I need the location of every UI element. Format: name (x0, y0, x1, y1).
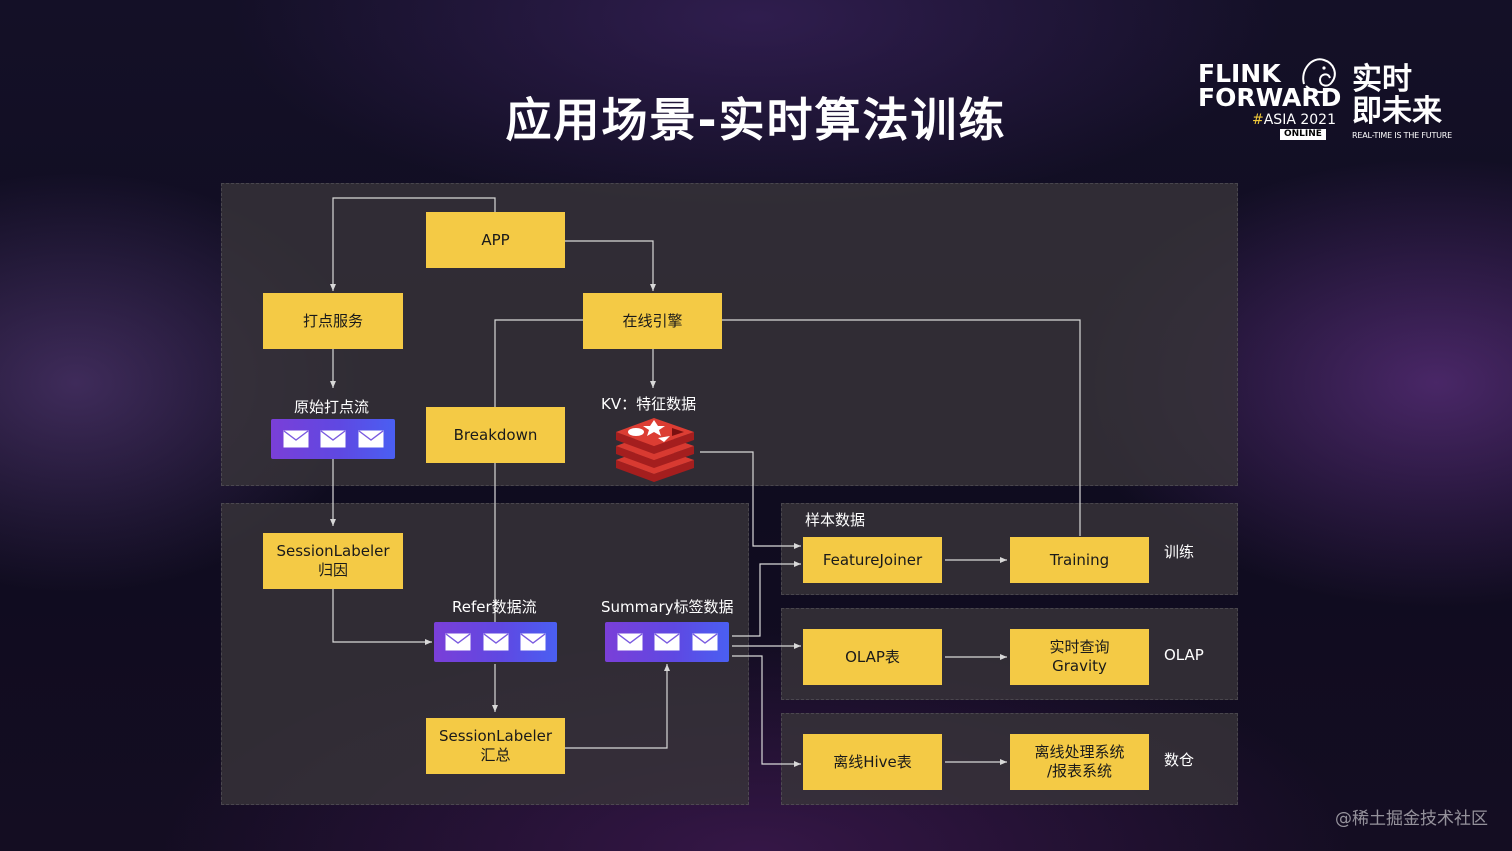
raw-stream-queue (271, 419, 395, 459)
logo-tagline: REAL-TIME IS THE FUTURE (1352, 131, 1452, 140)
envelope-icon (617, 633, 642, 651)
gravity-box: 实时查询 Gravity (1010, 629, 1149, 685)
squirrel-logo-icon (1302, 58, 1336, 94)
envelope-icon (520, 633, 546, 651)
envelope-icon (283, 430, 308, 448)
summary-label: Summary标签数据 (601, 598, 734, 616)
session-labeler-attribution-box: SessionLabeler 归因 (263, 533, 403, 589)
logo-online-badge: ONLINE (1280, 129, 1326, 140)
logo-forward: FORWARD (1198, 83, 1342, 112)
online-engine-box: 在线引擎 (583, 293, 722, 349)
envelope-icon (320, 430, 346, 448)
sample-data-label: 样本数据 (805, 511, 866, 529)
raw-stream-label: 原始打点流 (294, 398, 370, 416)
refer-stream-queue (434, 622, 557, 662)
envelope-icon (654, 633, 680, 651)
watermark: @稀土掘金技术社区 (1335, 809, 1488, 829)
side-label-olap: OLAP (1164, 646, 1204, 664)
breakdown-box: Breakdown (426, 407, 565, 463)
logo-flink: FLINK (1198, 59, 1281, 88)
logo-asia: #ASIA 2021 (1252, 112, 1336, 128)
envelope-icon (692, 633, 717, 651)
logo-cn-line2: 即未来 (1352, 94, 1442, 129)
olap-table-box: OLAP表 (803, 629, 942, 685)
training-box: Training (1010, 537, 1149, 583)
offline-system-box: 离线处理系统 /报表系统 (1010, 734, 1149, 790)
envelope-icon (445, 633, 471, 651)
kv-feature-label: KV：特征数据 (601, 395, 697, 413)
redis-icon (616, 418, 694, 482)
side-label-warehouse: 数仓 (1164, 751, 1195, 769)
envelope-icon (358, 430, 383, 448)
side-label-training: 训练 (1164, 543, 1195, 561)
logo-cn-line1: 实时 (1352, 62, 1412, 97)
app-box: APP (426, 212, 565, 268)
dadian-service-box: 打点服务 (263, 293, 403, 349)
envelope-icon (483, 633, 508, 651)
session-labeler-summary-box: SessionLabeler 汇总 (426, 718, 565, 774)
featurejoiner-box: FeatureJoiner (803, 537, 942, 583)
summary-label-queue (605, 622, 729, 662)
flink-forward-logo: FLINK FORWARD #ASIA 2021 ONLINE 实时 即未来 R… (1196, 52, 1496, 152)
page-title: 应用场景-实时算法训练 (505, 93, 1007, 147)
hive-table-box: 离线Hive表 (803, 734, 942, 790)
refer-stream-label: Refer数据流 (452, 598, 537, 616)
